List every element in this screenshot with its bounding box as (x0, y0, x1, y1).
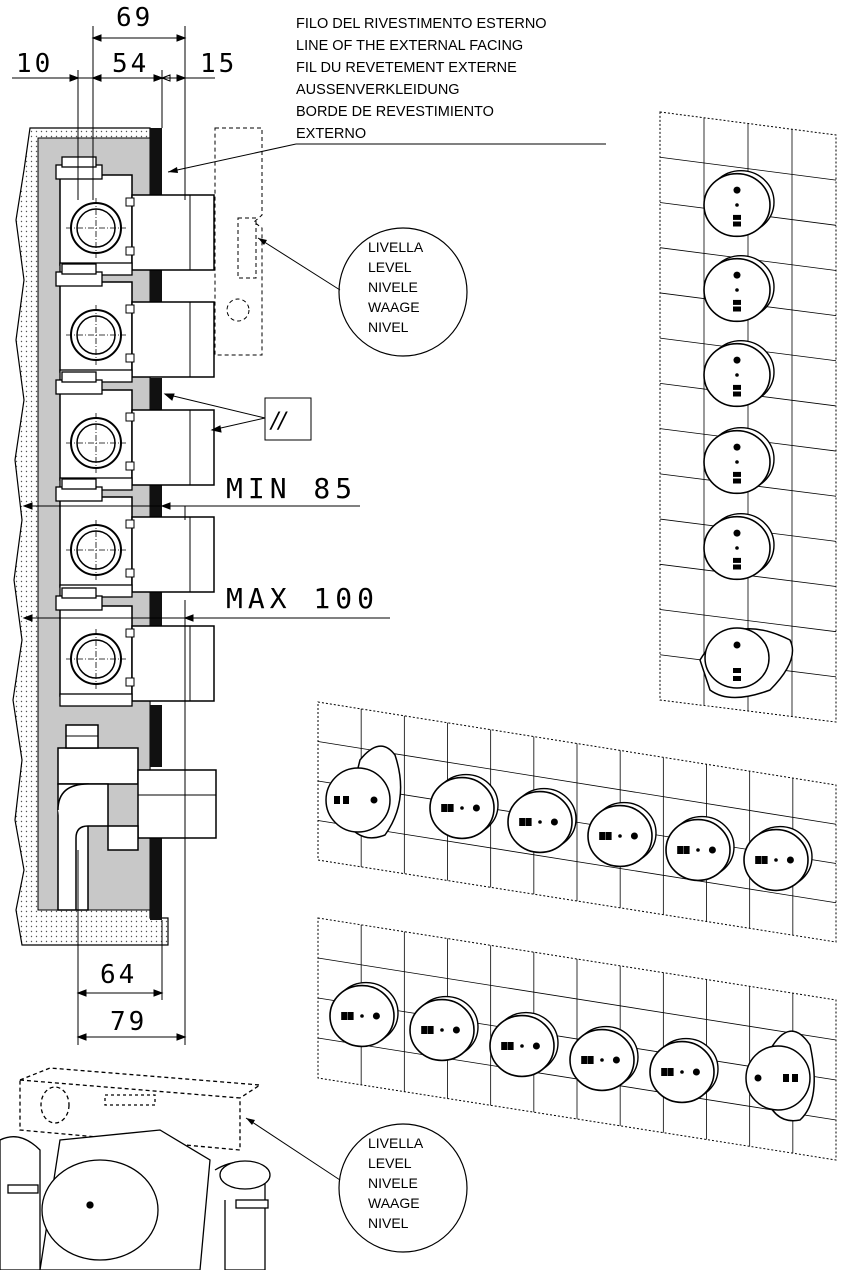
facing-note-line-4: AUSSENVERKLEIDUNG (296, 82, 460, 98)
level-bubble-bottom-fr: NIVELE (368, 1175, 418, 1191)
control-knob (429, 773, 499, 840)
valve-module (55, 263, 215, 383)
bottom-assembly-sketch (0, 1067, 271, 1270)
control-knob (507, 787, 577, 854)
level-bubble-bottom-de: WAAGE (368, 1195, 420, 1211)
diverter-knob (699, 627, 794, 699)
dimension-10: 10 (16, 49, 53, 79)
tile-panel-horizontal-1 (317, 701, 837, 943)
top-dimension-lines (12, 26, 215, 200)
control-knob (569, 1025, 639, 1092)
level-bubble-top-es: NIVEL (368, 319, 409, 335)
control-knob (409, 995, 479, 1062)
level-bubble-top-it: LIVELLA (368, 239, 424, 255)
level-bubble-bottom: LIVELLA LEVEL NIVELE WAAGE NIVEL (245, 1117, 468, 1253)
facing-note-line-1: FILO DEL RIVESTIMENTO ESTERNO (296, 16, 547, 32)
level-bubble-top-de: WAAGE (368, 299, 420, 315)
tile-panel-vertical (659, 111, 837, 723)
control-knob (703, 512, 775, 581)
control-knob (649, 1037, 719, 1104)
dimension-69: 69 (116, 3, 153, 33)
max-depth-label: MAX 100 (226, 582, 379, 615)
valve-module (55, 371, 215, 491)
facing-note-line-6: EXTERNO (296, 126, 366, 142)
diverter-body (57, 724, 217, 911)
control-knob (703, 339, 775, 408)
level-bubble-top-en: LEVEL (368, 259, 412, 275)
dimension-64: 64 (100, 960, 137, 990)
depth-limits (22, 502, 390, 622)
diverter-knob (745, 1030, 815, 1122)
control-knob (329, 981, 399, 1048)
tile-panel-horizontal-2 (317, 917, 837, 1161)
facing-note: FILO DEL RIVESTIMENTO ESTERNO LINE OF TH… (167, 16, 606, 173)
valve-module (55, 587, 215, 707)
control-knob (703, 169, 775, 238)
top-dimension-labels: 69 10 54 15 (16, 3, 237, 79)
diverter-knob (325, 745, 402, 839)
level-bubble-bottom-es: NIVEL (368, 1215, 409, 1231)
control-knob (743, 825, 813, 892)
bottom-dimension-labels: 64 79 (100, 960, 147, 1037)
facing-note-line-3: FIL DU REVETEMENT EXTERNE (296, 60, 517, 76)
level-bubble-bottom-it: LIVELLA (368, 1135, 424, 1151)
control-knob (703, 426, 775, 495)
dimension-54: 54 (112, 49, 149, 79)
level-bubble-top: LIVELLA LEVEL NIVELE WAAGE NIVEL (257, 227, 468, 357)
control-knob (665, 815, 735, 882)
dimension-79: 79 (110, 1007, 147, 1037)
control-knob (489, 1011, 559, 1078)
level-bubble-top-fr: NIVELE (368, 279, 418, 295)
parallel-symbol: // (269, 409, 288, 434)
level-tool-top (214, 127, 263, 356)
bottom-dimension-lines (76, 600, 187, 1045)
min-depth-label: MIN 85 (226, 472, 357, 505)
valve-module (55, 478, 215, 598)
facing-note-line-5: BORDE DE REVESTIMIENTO (296, 104, 494, 120)
level-bubble-bottom-en: LEVEL (368, 1155, 412, 1171)
dimension-15: 15 (200, 49, 237, 79)
control-knob (703, 254, 775, 323)
control-knob (587, 801, 657, 868)
facing-note-line-2: LINE OF THE EXTERNAL FACING (296, 38, 523, 54)
valve-stack (55, 156, 215, 707)
parallel-callout (163, 393, 312, 441)
